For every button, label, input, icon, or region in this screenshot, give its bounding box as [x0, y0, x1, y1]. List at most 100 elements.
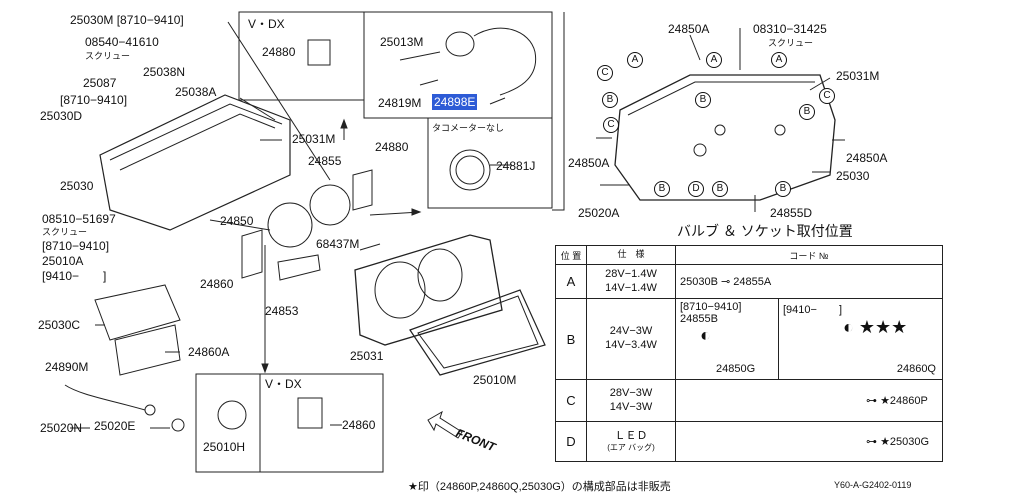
row-code: ⊶ ★25030G: [675, 421, 943, 462]
socket-icon: ⊶: [866, 395, 881, 407]
highlighted-part-24898E: 24898E: [432, 94, 478, 110]
label-25031M-left: 25031M: [292, 132, 336, 146]
label-25010M: 25010M: [473, 373, 517, 387]
footer-note: ★印（24860P,24860Q,25030G）の構成部品は非販売: [408, 481, 671, 493]
code-c: 24860Q: [896, 363, 936, 375]
bulb-socket-table: 位 置 仕 様 コード № A 28V−1.4W 14V−1.4W 25030B…: [555, 245, 943, 462]
table-row: A 28V−1.4W 14V−1.4W 25030B ⊸ 24855A: [555, 264, 943, 299]
label-9410: [9410− ]: [42, 269, 107, 283]
code-a: 24855B: [680, 313, 718, 325]
label-screw-3: スクリュー: [768, 38, 814, 48]
label-24855D: 24855D: [770, 206, 813, 220]
row-spec: 28V−1.4W 14V−1.4W: [586, 264, 676, 299]
spec-line-2: 14V−1.4W: [605, 281, 657, 294]
bulb-icon: ◐: [700, 325, 711, 345]
table-header-row: 位 置 仕 様 コード №: [555, 245, 943, 265]
label-screw-2: スクリュー: [42, 227, 88, 237]
table-row: D ＬＥＤ (エア バッグ) ⊶ ★25030G: [555, 421, 943, 462]
code-cell-range-2: [9410− ] ◐ ★★★ 24860Q: [779, 299, 942, 379]
label-24850A-r2: 24850A: [568, 156, 610, 170]
label-24881J: 24881J: [496, 159, 536, 173]
label-24860-bottom: 24860: [342, 418, 376, 432]
row-spec: ＬＥＤ (エア バッグ): [586, 421, 676, 462]
code-b: 24855A: [733, 276, 772, 288]
position-circle: C: [819, 88, 835, 104]
spec-line-1: 28V−3W: [609, 386, 653, 399]
label-25031M-right: 25031M: [836, 69, 880, 83]
label-08540: 08540−41610: [85, 35, 159, 49]
label-25013M: 25013M: [380, 35, 424, 49]
label-24860-left: 24860: [200, 277, 234, 291]
code-b: 24850G: [716, 363, 756, 375]
spec-line-2: 14V−3.4W: [605, 339, 657, 351]
bulb-icon: ⊸: [721, 276, 734, 288]
label-tacho-none: タコメーターなし: [432, 123, 505, 133]
position-circle: B: [712, 181, 728, 197]
position-circle: B: [695, 92, 711, 108]
row-position: D: [555, 421, 587, 462]
label-24890M: 24890M: [45, 360, 89, 374]
label-24880-mid: 24880: [375, 140, 409, 154]
code-a: 25030B: [680, 276, 718, 288]
position-circle: D: [688, 181, 704, 197]
label-25038A: 25038A: [175, 85, 217, 99]
table-row: B 24V−3W 14V−3.4W [8710−9410] 24855B ◐ 2…: [555, 298, 943, 380]
label-25030-left: 25030: [60, 179, 94, 193]
code-cell-range-1: [8710−9410] 24855B ◐ 24850G: [676, 299, 779, 379]
spec-line-1: 24V−3W: [609, 325, 653, 338]
label-25020N: 25020N: [40, 421, 83, 435]
bulb-icon: ◐ ★★★: [843, 317, 908, 337]
spec-line-2: (エア バッグ): [607, 443, 655, 453]
code-a: ★24860P: [880, 395, 928, 407]
label-24898E: 24898E: [432, 94, 478, 110]
table-title: バルブ ＆ ソケット取付位置: [677, 223, 853, 239]
header-position: 位 置: [555, 245, 587, 265]
row-position: B: [555, 298, 587, 380]
label-25010H: 25010H: [203, 440, 246, 454]
label-25030M: 25030M [8710−9410]: [70, 13, 184, 27]
label-25030C: 25030C: [38, 318, 81, 332]
label-24860A: 24860A: [188, 345, 230, 359]
label-25010A: 25010A: [42, 254, 84, 268]
label-24819M: 24819M: [378, 96, 422, 110]
panel-vdx-bottom: [195, 373, 384, 473]
label-screw-1: スクリュー: [85, 51, 131, 61]
range-1: [8710−9410]: [680, 301, 742, 313]
row-code: 25030B ⊸ 24855A: [675, 264, 943, 299]
position-circle: A: [627, 52, 643, 68]
position-circle: C: [597, 65, 613, 81]
label-24850A-r1: 24850A: [668, 22, 710, 36]
label-25030D: 25030D: [40, 109, 83, 123]
label-68437M: 68437M: [316, 237, 360, 251]
position-circle: B: [799, 104, 815, 120]
label-24855: 24855: [308, 154, 342, 168]
header-code: コード №: [675, 245, 943, 265]
led-icon: ⊶: [866, 436, 881, 448]
position-circle: B: [654, 181, 670, 197]
header-spec: 仕 様: [586, 245, 676, 265]
position-circle: B: [602, 92, 618, 108]
position-circle: B: [775, 181, 791, 197]
label-25031: 25031: [350, 349, 384, 363]
row-spec: 24V−3W 14V−3.4W: [586, 298, 676, 380]
label-25020E: 25020E: [94, 419, 136, 433]
label-24880-top: 24880: [262, 45, 296, 59]
position-circle: C: [603, 117, 619, 133]
label-vdx-bottom: V・DX: [265, 377, 302, 391]
label-24850A-r3: 24850A: [846, 151, 888, 165]
label-24853: 24853: [265, 304, 299, 318]
label-08310: 08310−31425: [753, 22, 827, 36]
label-vdx-top: V・DX: [248, 17, 285, 31]
label-25038N: 25038N: [143, 65, 186, 79]
position-circle: A: [706, 52, 722, 68]
panel-tacho-none: [427, 117, 553, 209]
spec-line-1: 28V−1.4W: [605, 267, 657, 280]
spec-line-1: ＬＥＤ: [614, 429, 648, 442]
table-row: C 28V−3W 14V−3W ⊶ ★24860P: [555, 379, 943, 422]
range-2: [9410− ]: [783, 304, 843, 316]
label-25087: 25087: [83, 76, 117, 90]
row-position: A: [555, 264, 587, 299]
label-08510: 08510−51697: [42, 212, 116, 226]
